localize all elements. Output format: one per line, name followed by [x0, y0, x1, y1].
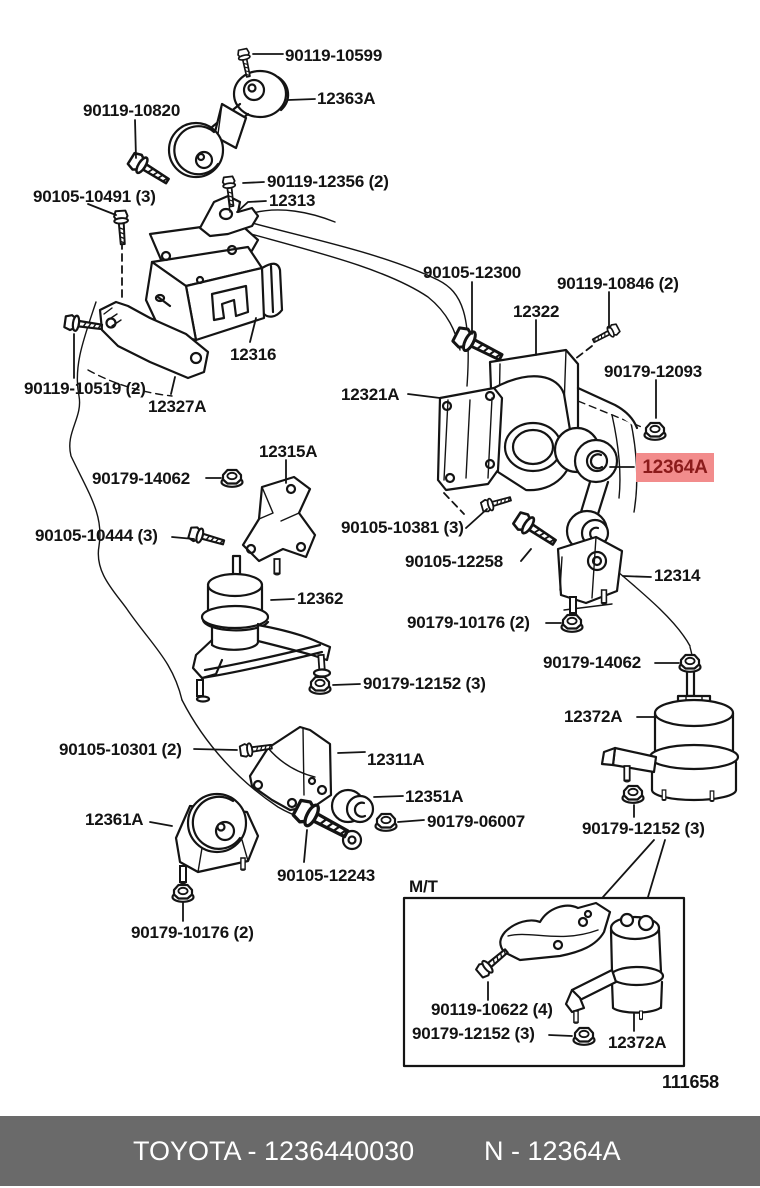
- part-12314-drawing: [556, 535, 624, 616]
- part-label-12363a: 12363A: [317, 89, 376, 108]
- part-12364a-drawing: [553, 426, 619, 553]
- part-12316-drawing: [144, 244, 284, 342]
- part-label-90179-10176-bottom: 90179-10176 (2): [131, 923, 254, 942]
- part-label-90119-10519: 90119-10519 (2): [24, 379, 146, 398]
- part-12372a-drawing: [600, 668, 740, 803]
- nut-90179-12152-inset-icon: [572, 1026, 596, 1046]
- part-12363a-drawing: [167, 69, 290, 179]
- part-label-90119-10622: 90119-10622 (4): [431, 1000, 553, 1019]
- part-label-90179-12152-mid: 90179-12152 (3): [363, 674, 486, 693]
- part-label-12322: 12322: [513, 302, 560, 321]
- nut-90179-10176-bottom-icon: [171, 883, 195, 903]
- part-label-12361a: 12361A: [85, 810, 144, 829]
- nut-90179-12093-icon: [643, 421, 667, 441]
- part-label-90119-10820: 90119-10820: [83, 101, 181, 120]
- part-label-90179-14062-right: 90179-14062: [543, 653, 642, 672]
- part-12362-drawing: [191, 554, 332, 703]
- nut-90179-14062-right-icon: [678, 653, 702, 673]
- part-label-90119-10846: 90119-10846 (2): [557, 274, 679, 293]
- part-label-90105-12243: 90105-12243: [277, 866, 376, 885]
- nut-icons: [171, 421, 702, 1046]
- bolt-90119-10622-icon: [473, 944, 513, 981]
- part-label-12372a-inset: 12372A: [608, 1033, 667, 1052]
- inset-title-mt: M/T: [409, 877, 438, 896]
- part-12351a-drawing: [330, 788, 375, 824]
- footer-part-code: TOYOTA - 1236440030: [133, 1136, 415, 1166]
- part-label-90105-12300: 90105-12300: [423, 263, 522, 282]
- footer-part-number: N - 12364A: [484, 1136, 621, 1166]
- bolt-90105-12243-washer: [341, 829, 363, 851]
- part-label-90105-12258: 90105-12258: [405, 552, 504, 571]
- bolt-90105-12300-icon: [450, 323, 507, 368]
- footer-bar: TOYOTA - 1236440030 N - 12364A: [0, 1116, 760, 1186]
- diagram-artwork: [62, 47, 740, 1068]
- part-12321a-drawing: [436, 375, 574, 492]
- part-label-12311a: 12311A: [367, 750, 425, 769]
- part-label-12316: 12316: [230, 345, 277, 364]
- bolt-90119-10820-icon: [125, 149, 174, 190]
- part-label-12327a: 12327A: [148, 397, 207, 416]
- part-label-12313: 12313: [269, 191, 316, 210]
- part-12361a-drawing: [174, 792, 260, 885]
- part-label-90119-12356: 90119-12356 (2): [267, 172, 389, 191]
- part-12315a-drawing: [241, 475, 317, 576]
- nut-90179-14062-left-icon: [220, 468, 244, 488]
- part-label-12315a: 12315A: [259, 442, 318, 461]
- mt-inset-box: [402, 896, 686, 1068]
- part-label-90179-10176-right: 90179-10176 (2): [407, 613, 530, 632]
- part-12311a-drawing: [248, 725, 333, 812]
- bolt-90105-10444-icon: [186, 524, 227, 551]
- part-12327a-drawing: [98, 293, 210, 380]
- part-label-12362: 12362: [297, 589, 344, 608]
- nut-90179-12152-right-icon: [621, 784, 645, 804]
- part-mt-12372a-drawing: [564, 912, 665, 1025]
- nut-90179-12152-mid-icon: [308, 675, 332, 695]
- part-label-12314: 12314: [654, 566, 701, 585]
- part-label-90119-10599: 90119-10599: [285, 46, 383, 65]
- highlighted-part-label-12364a: 12364A: [636, 453, 714, 482]
- part-label-90179-12093: 90179-12093: [604, 362, 703, 381]
- part-label-90105-10381: 90105-10381 (3): [341, 518, 464, 537]
- part-label-12321a: 12321A: [341, 385, 400, 404]
- part-label-12372a-right: 12372A: [564, 707, 623, 726]
- part-label-90105-10491: 90105-10491 (3): [33, 187, 156, 206]
- part-label-12351a: 12351A: [405, 787, 464, 806]
- bolt-90119-10846-icon: [589, 321, 622, 347]
- nut-90179-10176-right-icon: [560, 613, 584, 633]
- nut-90179-06007-icon: [374, 812, 398, 832]
- leader-lines: [73, 53, 680, 1037]
- diagram-number: 111658: [662, 1072, 719, 1092]
- part-label-90179-14062-left: 90179-14062: [92, 469, 191, 488]
- bolt-90105-12258-icon: [510, 509, 561, 552]
- part-label-90105-10444: 90105-10444 (3): [35, 526, 158, 545]
- bolt-90119-10519-icon: [62, 313, 104, 336]
- part-label-90179-12152-inset: 90179-12152 (3): [412, 1024, 535, 1043]
- part-label-90179-12152-right: 90179-12152 (3): [582, 819, 705, 838]
- part-mt-bracket-drawing: [499, 901, 612, 962]
- part-label-90105-10301: 90105-10301 (2): [59, 740, 182, 759]
- part-label-90179-06007: 90179-06007: [427, 812, 526, 831]
